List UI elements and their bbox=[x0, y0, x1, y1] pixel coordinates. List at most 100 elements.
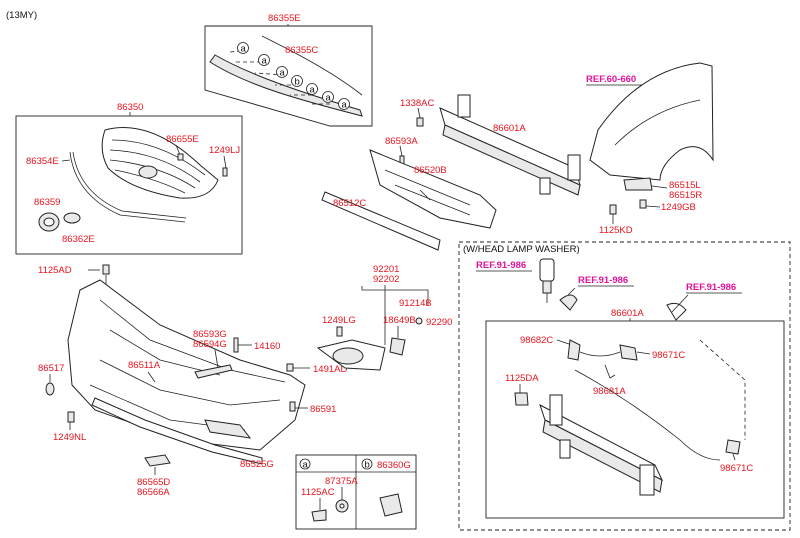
label-86601A-top[interactable]: 86601A bbox=[493, 123, 526, 134]
svg-text:a: a bbox=[342, 100, 348, 111]
screw-86591[interactable] bbox=[289, 401, 296, 412]
ref-fender[interactable]: REF.60-660 bbox=[586, 74, 636, 85]
trim-clip-callouts: a a a b a a a bbox=[229, 42, 350, 111]
clip-1491AD[interactable] bbox=[286, 363, 294, 372]
label-86511A[interactable]: 86511A bbox=[128, 360, 161, 371]
label-86566A[interactable]: 86566A bbox=[137, 487, 170, 498]
label-86515R[interactable]: 86515R bbox=[669, 190, 702, 201]
label-86515L[interactable]: 86515L bbox=[669, 180, 701, 191]
svg-text:a: a bbox=[241, 44, 247, 55]
license-bracket-86565D[interactable] bbox=[144, 454, 171, 467]
label-86594G[interactable]: 86594G bbox=[193, 339, 227, 350]
washer-actuator-98671C[interactable] bbox=[619, 344, 638, 361]
label-98682C[interactable]: 98682C bbox=[520, 335, 553, 346]
fender-bracket-86515[interactable] bbox=[623, 177, 653, 191]
label-98671C-b[interactable]: 98671C bbox=[720, 463, 753, 474]
washer-hose-main[interactable] bbox=[574, 369, 721, 461]
grille-molding-strip[interactable] bbox=[69, 151, 186, 223]
label-86525G[interactable]: 86525G bbox=[240, 459, 274, 470]
svg-text:a: a bbox=[310, 85, 316, 96]
front-fender[interactable] bbox=[589, 62, 714, 181]
bolt-1125DA[interactable] bbox=[514, 392, 529, 406]
bolt-1125KD[interactable] bbox=[609, 204, 617, 215]
screw-14160[interactable] bbox=[233, 337, 239, 353]
label-86565D[interactable]: 86565D bbox=[137, 477, 170, 488]
label-86360G[interactable]: 86360G bbox=[377, 460, 411, 471]
label-1125AC[interactable]: 1125AC bbox=[301, 487, 335, 498]
label-98681A[interactable]: 98681A bbox=[593, 386, 626, 397]
legend-marker-a bbox=[299, 458, 311, 470]
label-86350[interactable]: 86350 bbox=[117, 102, 143, 113]
label-1249LG[interactable]: 1249LG bbox=[322, 315, 356, 326]
washer-bracket-98682C[interactable] bbox=[567, 339, 581, 361]
screw-1249LG[interactable] bbox=[336, 326, 343, 337]
washer-hose-98681A[interactable] bbox=[604, 364, 616, 379]
grille-clip[interactable] bbox=[177, 153, 184, 161]
screw-1249NL[interactable] bbox=[67, 411, 75, 423]
bulb-socket-92290[interactable] bbox=[415, 317, 423, 325]
bolt-1338AC[interactable] bbox=[416, 117, 424, 127]
front-bumper-beam-washer[interactable] bbox=[539, 394, 664, 496]
washer-hose-upper[interactable] bbox=[579, 351, 621, 357]
ref-washer-cap[interactable]: REF.91-986 bbox=[578, 275, 628, 286]
lower-lip-86525G[interactable] bbox=[91, 397, 263, 465]
washer-nozzle-unit[interactable] bbox=[539, 258, 555, 303]
label-86517[interactable]: 86517 bbox=[38, 363, 64, 374]
label-98671C-a[interactable]: 98671C bbox=[652, 350, 685, 361]
label-1249GB[interactable]: 1249GB bbox=[661, 202, 696, 213]
label-86601A-box[interactable]: 86601A bbox=[611, 308, 644, 319]
label-86355E[interactable]: 86355E bbox=[268, 13, 301, 24]
emblem-base-86362E[interactable] bbox=[63, 212, 81, 224]
grille-screw[interactable] bbox=[222, 167, 228, 177]
label-1125KD[interactable]: 1125KD bbox=[599, 225, 633, 236]
fog-bulb-18649B[interactable] bbox=[389, 337, 406, 356]
label-1491AD[interactable]: 1491AD bbox=[313, 364, 347, 375]
label-1125AD[interactable]: 1125AD bbox=[38, 265, 72, 276]
front-bumper-beam-upper[interactable] bbox=[439, 94, 581, 196]
label-86355C[interactable]: 86355C bbox=[285, 45, 318, 56]
callout-a-3 bbox=[276, 66, 288, 78]
label-92290[interactable]: 92290 bbox=[426, 317, 452, 328]
bumper-bracket-86593G[interactable] bbox=[194, 364, 233, 379]
label-92201[interactable]: 92201 bbox=[373, 264, 399, 275]
svg-text:a: a bbox=[303, 460, 309, 471]
radiator-grille[interactable] bbox=[101, 127, 219, 199]
label-86655E[interactable]: 86655E bbox=[166, 134, 199, 145]
energy-absorber-86520B[interactable] bbox=[369, 149, 497, 229]
bolt-1249GB[interactable] bbox=[639, 199, 647, 209]
trim-box-86355E bbox=[204, 25, 373, 127]
grille-emblem bbox=[138, 165, 158, 179]
screw-1125AC[interactable] bbox=[311, 509, 327, 522]
label-86362E[interactable]: 86362E bbox=[62, 234, 95, 245]
legend-marker-b bbox=[361, 458, 373, 470]
washer-actuator-98671C-b[interactable] bbox=[725, 439, 741, 455]
label-92202[interactable]: 92202 bbox=[373, 274, 399, 285]
label-14160[interactable]: 14160 bbox=[254, 341, 280, 352]
label-86591[interactable]: 86591 bbox=[310, 404, 336, 415]
label-1338AC[interactable]: 1338AC bbox=[400, 98, 434, 109]
label-86354E[interactable]: 86354E bbox=[26, 156, 59, 167]
label-86593A[interactable]: 86593A bbox=[385, 136, 418, 147]
upper-trim-strip[interactable] bbox=[261, 35, 363, 96]
label-86593G[interactable]: 86593G bbox=[193, 329, 227, 340]
label-1249NL[interactable]: 1249NL bbox=[53, 432, 86, 443]
tow-hook-cap-86517[interactable] bbox=[45, 382, 55, 396]
washer-cover-right[interactable] bbox=[666, 302, 687, 321]
ref-washer-right[interactable]: REF.91-986 bbox=[686, 282, 736, 293]
label-86520B[interactable]: 86520B bbox=[414, 165, 447, 176]
label-1125DA[interactable]: 1125DA bbox=[505, 373, 539, 384]
label-86359[interactable]: 86359 bbox=[34, 197, 60, 208]
callout-a-6 bbox=[338, 98, 350, 110]
cap-86360G[interactable] bbox=[379, 493, 403, 517]
label-87375A[interactable]: 87375A bbox=[325, 476, 358, 487]
lower-absorber-86512C[interactable] bbox=[321, 191, 441, 251]
label-18649B[interactable]: 18649B bbox=[383, 315, 416, 326]
bolt-1125AD[interactable] bbox=[102, 264, 110, 275]
front-bumper-cover[interactable] bbox=[67, 279, 306, 451]
label-86512C[interactable]: 86512C bbox=[333, 198, 366, 209]
label-91214B[interactable]: 91214B bbox=[399, 298, 432, 309]
label-1249LJ[interactable]: 1249LJ bbox=[209, 145, 240, 156]
ref-washer-nozzle[interactable]: REF.91-986 bbox=[476, 260, 526, 271]
washer-cap-piece[interactable] bbox=[559, 294, 578, 311]
